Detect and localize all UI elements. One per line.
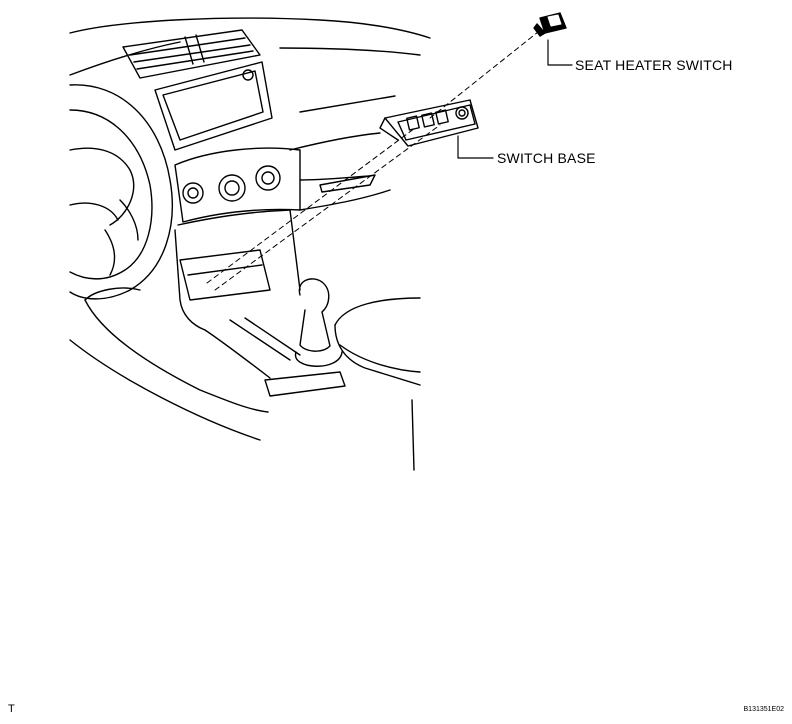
leader-lines: [457, 39, 573, 159]
center-air-vent: [122, 29, 261, 79]
assembly-guide-lines: [206, 31, 539, 291]
corner-mark: T: [8, 703, 15, 715]
switch-base-label: SWITCH BASE: [497, 150, 596, 166]
seat-armrest: [334, 297, 421, 471]
steering-wheel: [69, 84, 173, 300]
seat-heater-switch-label: SEAT HEATER SWITCH: [575, 57, 733, 73]
switch-base: [379, 99, 479, 147]
lower-dash-outline: [69, 189, 391, 441]
center-stack: [174, 174, 376, 331]
shift-lever: [204, 278, 346, 397]
seat-heater-switch: [533, 12, 567, 37]
upper-dash-outline: [69, 17, 431, 151]
figure-id: B131351E02: [743, 706, 784, 713]
center-display: [154, 61, 273, 151]
